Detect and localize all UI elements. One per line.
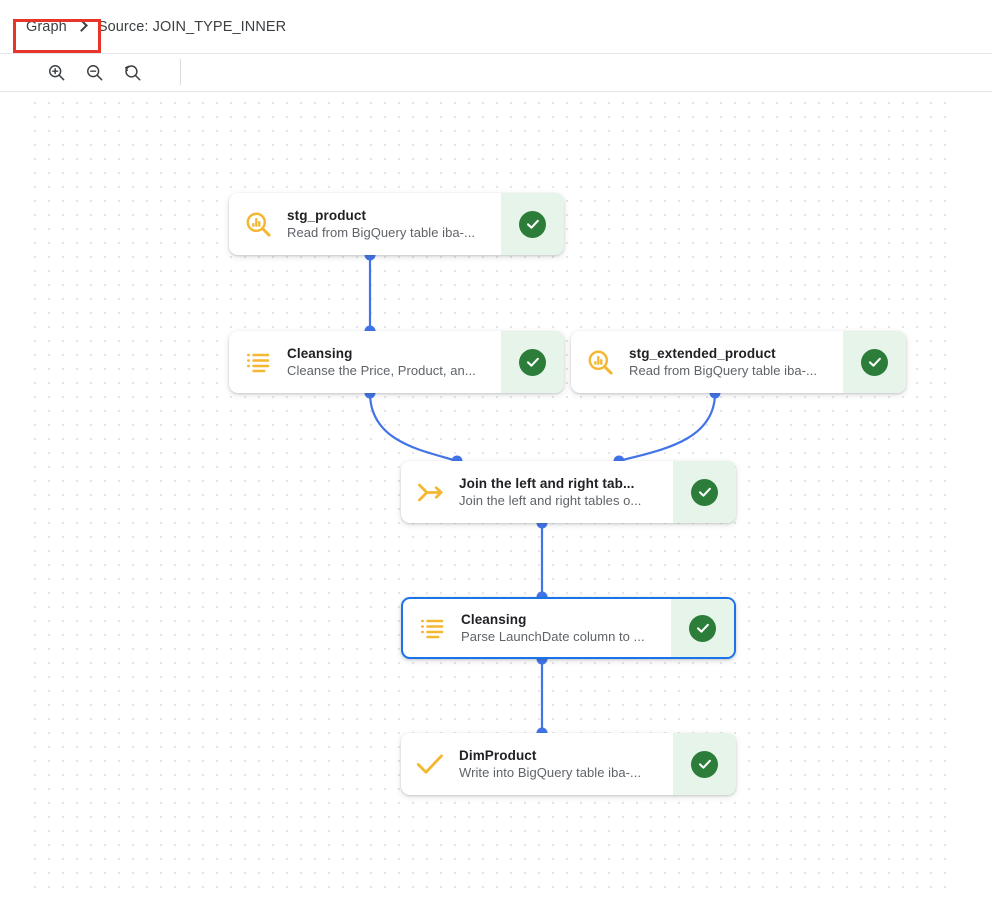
node-text-block: Join the left and right tab... Join the … xyxy=(459,461,673,523)
zoom-reset-icon[interactable] xyxy=(120,60,144,84)
node-text-block: Cleansing Parse LaunchDate column to ... xyxy=(461,599,671,657)
connector-port[interactable] xyxy=(536,653,548,665)
graph-node-join[interactable]: Join the left and right tab... Join the … xyxy=(401,461,736,523)
node-subtitle: Join the left and right tables o... xyxy=(459,492,642,508)
graph-node-stg-extended-product[interactable]: stg_extended_product Read from BigQuery … xyxy=(571,331,906,393)
breadcrumb-item-graph[interactable]: Graph xyxy=(26,0,88,53)
node-subtitle: Read from BigQuery table iba-... xyxy=(629,362,818,378)
join-merge-icon xyxy=(401,461,459,523)
graph-node-cleansing-2-selected[interactable]: Cleansing Parse LaunchDate column to ... xyxy=(401,597,736,659)
chevron-right-icon xyxy=(74,19,88,32)
status-badge xyxy=(673,733,736,795)
check-circle-icon xyxy=(691,478,718,506)
node-text-block: stg_product Read from BigQuery table iba… xyxy=(287,193,501,255)
node-title: stg_product xyxy=(287,207,367,223)
zoom-out-icon[interactable] xyxy=(82,60,106,84)
node-text-block: Cleansing Cleanse the Price, Product, an… xyxy=(287,331,501,393)
node-title: Join the left and right tab... xyxy=(459,475,635,491)
node-subtitle: Parse LaunchDate column to ... xyxy=(461,628,645,644)
edge-curve xyxy=(368,392,458,463)
node-title: DimProduct xyxy=(459,747,537,763)
graph-node-dim-product[interactable]: DimProduct Write into BigQuery table iba… xyxy=(401,733,736,795)
check-circle-icon xyxy=(519,348,546,376)
toolbar-divider xyxy=(180,59,181,85)
node-subtitle: Write into BigQuery table iba-... xyxy=(459,764,642,780)
node-text-block: DimProduct Write into BigQuery table iba… xyxy=(459,733,673,795)
status-badge xyxy=(501,331,564,393)
status-badge xyxy=(501,193,564,255)
check-circle-icon xyxy=(861,348,888,376)
breadcrumb-graph-label: Graph xyxy=(26,18,67,35)
node-title: Cleansing xyxy=(287,345,353,361)
zoom-in-icon[interactable] xyxy=(44,60,68,84)
connector-port[interactable] xyxy=(364,249,376,261)
breadcrumb-source-label: Source: JOIN_TYPE_INNER xyxy=(97,18,287,35)
check-circle-icon xyxy=(689,614,716,642)
check-circle-icon xyxy=(691,750,718,778)
graph-node-cleansing-1[interactable]: Cleansing Cleanse the Price, Product, an… xyxy=(229,331,564,393)
status-badge xyxy=(671,599,734,657)
sink-check-icon xyxy=(401,733,459,795)
graph-node-stg-product[interactable]: stg_product Read from BigQuery table iba… xyxy=(229,193,564,255)
check-circle-icon xyxy=(519,210,546,238)
node-title: stg_extended_product xyxy=(629,345,776,361)
edge-curve xyxy=(618,392,717,463)
breadcrumb: Graph Source: JOIN_TYPE_INNER xyxy=(0,0,286,53)
bigquery-source-icon xyxy=(229,193,287,255)
list-cleansing-icon xyxy=(229,331,287,393)
breadcrumb-header: Graph Source: JOIN_TYPE_INNER xyxy=(0,0,992,53)
status-badge xyxy=(673,461,736,523)
list-cleansing-icon xyxy=(403,599,461,657)
graph-layer: stg_product Read from BigQuery table iba… xyxy=(25,93,956,896)
node-subtitle: Cleanse the Price, Product, an... xyxy=(287,362,476,378)
bigquery-source-icon xyxy=(571,331,629,393)
connector-port[interactable] xyxy=(709,387,721,399)
connector-port[interactable] xyxy=(364,387,376,399)
connector-port[interactable] xyxy=(536,517,548,529)
graph-toolbar xyxy=(0,53,992,92)
node-text-block: stg_extended_product Read from BigQuery … xyxy=(629,331,843,393)
node-subtitle: Read from BigQuery table iba-... xyxy=(287,224,476,240)
graph-canvas[interactable]: stg_product Read from BigQuery table iba… xyxy=(25,93,956,896)
node-title: Cleansing xyxy=(461,611,527,627)
status-badge xyxy=(843,331,906,393)
